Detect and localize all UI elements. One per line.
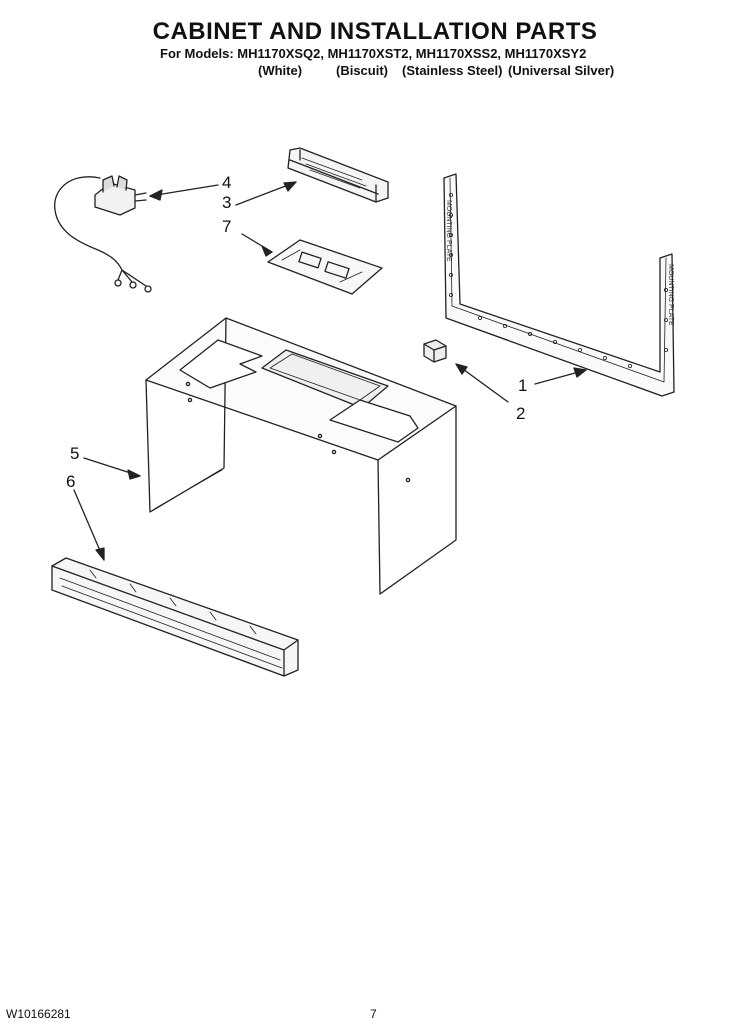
mounting-plate-part: MOUNTING PLATE MOUNTING PLATE [443,173,675,397]
callout-3: 3 [222,193,232,212]
clip-part [423,339,509,403]
callout-1: 1 [518,376,528,395]
mounting-plate-label-vertical: MOUNTING PLATE [445,200,452,262]
callout-4: 4 [222,173,232,192]
mounting-plate-label-right: MOUNTING PLATE [667,264,674,326]
top-vent-part [235,147,389,206]
page-title: CABINET AND INSTALLATION PARTS [152,18,598,45]
color-white: (White) [258,63,303,78]
models-line: For Models: MH1170XSQ2, MH1170XST2, MH11… [160,46,587,61]
color-silver: (Universal Silver) [508,63,615,78]
page-number: 7 [370,1007,377,1021]
top-plate-part [241,233,383,295]
callout-5: 5 [70,444,80,463]
callout-6: 6 [66,472,76,491]
callout-7: 7 [222,217,232,236]
cabinet-part [83,317,457,595]
document-number: W10166281 [6,1007,71,1021]
power-cord-part [54,175,219,293]
trim-bar-part [51,489,299,677]
color-biscuit: (Biscuit) [336,63,388,78]
color-stainless: (Stainless Steel) [402,63,503,78]
callout-2: 2 [516,404,526,423]
